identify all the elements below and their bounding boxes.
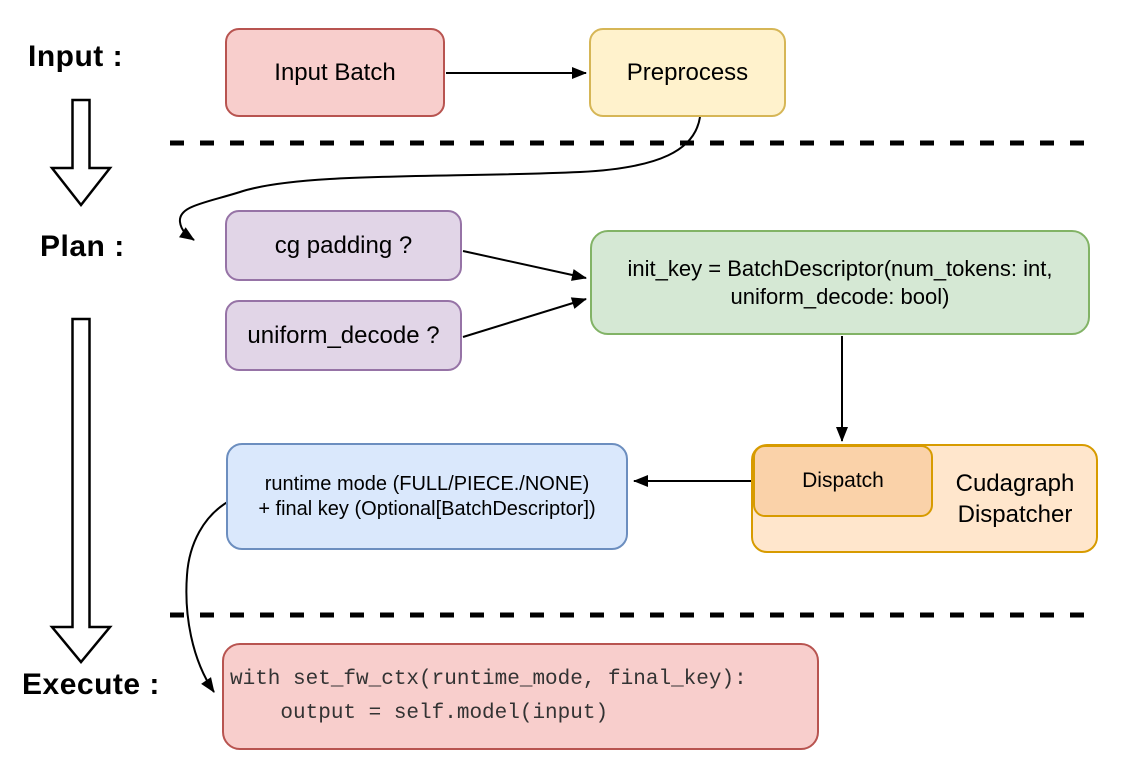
stage-label-input: Input :: [28, 40, 124, 73]
node-runtime-mode-line2: + final key (Optional[BatchDescriptor]): [258, 497, 596, 520]
node-runtime-mode: runtime mode (FULL/PIECE./NONE) + final …: [226, 443, 628, 550]
node-input-batch-label: Input Batch: [274, 58, 396, 86]
arrow-cgpadding-to-initkey: [462, 250, 587, 281]
arrow-uniformdecode-to-initkey: [462, 297, 587, 338]
execute-code-line2: output = self.model(input): [230, 701, 609, 725]
cudagraph-label-line1: Cudagraph: [955, 470, 1075, 497]
node-cg-padding: cg padding ?: [225, 210, 462, 281]
execute-code-line1: with set_fw_ctx(runtime_mode, final_key)…: [230, 667, 747, 691]
stage-arrow-plan-to-execute: [49, 317, 113, 664]
arrow-runtimemode-to-execute: [185, 499, 232, 693]
node-input-batch: Input Batch: [225, 28, 445, 117]
stage-label-plan: Plan :: [40, 230, 125, 263]
node-cg-padding-label: cg padding ?: [274, 231, 413, 259]
node-execute-code: with set_fw_ctx(runtime_mode, final_key)…: [222, 643, 819, 750]
node-uniform-decode-label: uniform_decode ?: [247, 321, 440, 349]
node-init-key-line2: uniform_decode: bool): [730, 283, 950, 309]
node-dispatch-label: Dispatch: [802, 468, 884, 492]
node-dispatch: Dispatch: [753, 445, 933, 517]
stage-label-execute: Execute :: [22, 668, 160, 701]
node-runtime-mode-line1: runtime mode (FULL/PIECE./NONE): [264, 472, 590, 495]
stage-arrow-input-to-plan: [49, 98, 113, 208]
node-uniform-decode: uniform_decode ?: [225, 300, 462, 371]
node-preprocess-label: Preprocess: [626, 58, 749, 86]
node-init-key: init_key = BatchDescriptor(num_tokens: i…: [590, 230, 1090, 335]
arrow-preprocess-to-plan: [178, 116, 701, 241]
node-init-key-line1: init_key = BatchDescriptor(num_tokens: i…: [627, 256, 1053, 281]
cudagraph-label-line2: Dispatcher: [957, 501, 1073, 528]
node-preprocess: Preprocess: [589, 28, 786, 117]
node-cudagraph-dispatcher-label: Cudagraph Dispatcher: [935, 468, 1095, 530]
